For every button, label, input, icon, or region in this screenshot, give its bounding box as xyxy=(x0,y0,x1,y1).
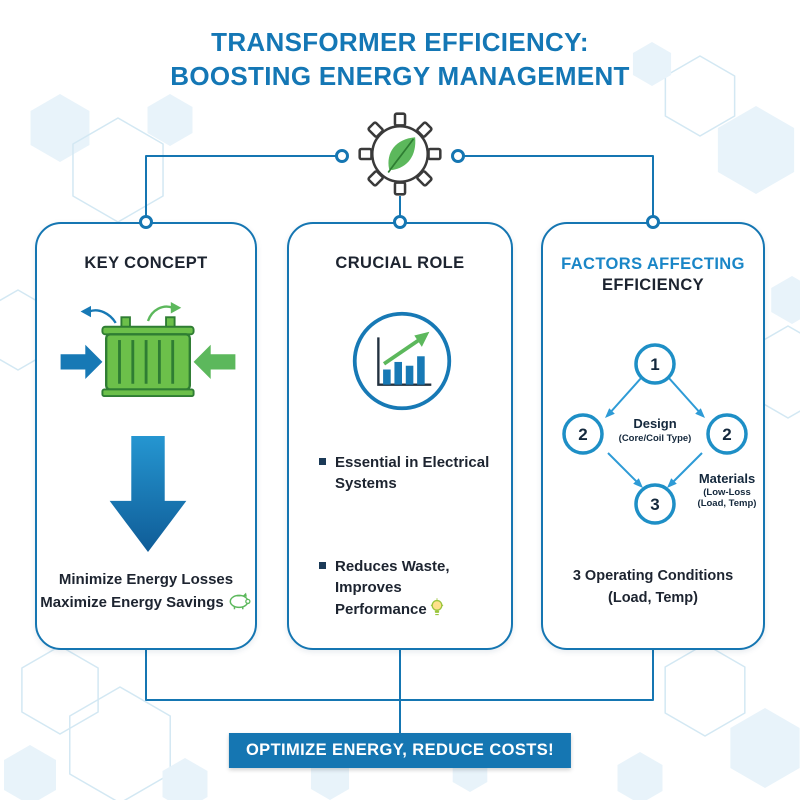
factors-diamond-diagram: 1 2 2 3 Design (Core/Coil Type) Material… xyxy=(562,343,757,525)
bottom-banner: OPTIMIZE ENERGY, REDUCE COSTS! xyxy=(228,733,572,768)
bar-chart-growth-icon xyxy=(352,311,452,411)
input-arrow-icon xyxy=(60,344,103,379)
bullet-essential-systems: Essential in Electrical Systems xyxy=(319,452,495,494)
node-2-right-label: 2 xyxy=(722,425,731,444)
node-1-circle xyxy=(634,343,676,385)
card2-heading: CRUCIAL ROLE xyxy=(335,254,465,272)
bullet-marker xyxy=(319,562,326,569)
design-sublabel: (Core/Coil Type) xyxy=(619,433,692,444)
card3-heading-line2: EFFICIENCY xyxy=(601,276,705,295)
caption-line-2: Maximize Energy Savings xyxy=(40,593,224,611)
card1-caption: Minimize Energy Losses Maximize Energy S… xyxy=(37,569,255,614)
big-down-arrow-icon xyxy=(109,436,187,553)
materials-label: Materials xyxy=(699,471,755,486)
card-key-concept: KEY CONCEPT xyxy=(35,222,257,650)
leaf-icon xyxy=(387,137,416,173)
bullet-reduces-waste: Reduces Waste, Improves Performance xyxy=(319,556,495,620)
footer-line-1: 3 Operating Conditions xyxy=(572,568,734,584)
caption-line-1: Minimize Energy Losses xyxy=(58,571,234,588)
operating-conditions-text: 3 Operating Conditions (Load, Temp) xyxy=(543,566,763,610)
materials-sublabel-2: (Load, Temp) xyxy=(698,498,757,509)
card1-heading: KEY CONCEPT xyxy=(84,254,208,272)
banner-label: OPTIMIZE ENERGY, REDUCE COSTS! xyxy=(245,741,555,759)
node-3-circle xyxy=(634,483,676,525)
bullet2-label: Reduces Waste, Improves Performance xyxy=(335,558,450,618)
output-arrow-icon xyxy=(193,344,236,379)
piggy-bank-icon xyxy=(229,592,251,610)
title-line-1: TRANSFORMER EFFICIENCY: xyxy=(211,27,589,57)
design-label: Design xyxy=(633,416,676,431)
lightbulb-icon xyxy=(430,598,443,616)
card-crucial-role: CRUCIAL ROLE Essential in Electrical Sys… xyxy=(287,222,513,650)
node-1-label: 1 xyxy=(650,355,659,374)
node-2-left-label: 2 xyxy=(578,425,587,444)
transformer-illustration xyxy=(60,302,236,398)
footer-line-2: (Load, Temp) xyxy=(608,589,698,606)
page-title: TRANSFORMER EFFICIENCY: BOOSTING ENERGY … xyxy=(0,26,800,94)
bullet1-label: Essential in Electrical Systems xyxy=(335,454,490,492)
card3-heading: FACTORS AFFECTING EFFICIENCY xyxy=(543,254,763,297)
bullet-marker xyxy=(319,458,326,465)
gear-with-leaf-icon xyxy=(358,112,442,196)
node-2-left-circle xyxy=(562,413,604,455)
card3-heading-line1: FACTORS AFFECTING xyxy=(561,255,745,273)
card-factors-efficiency: FACTORS AFFECTING EFFICIENCY xyxy=(541,222,765,650)
materials-sublabel-1: (Low-Loss xyxy=(703,487,751,498)
title-line-2: BOOSTING ENERGY MANAGEMENT xyxy=(170,60,630,91)
node-3-label: 3 xyxy=(650,495,659,514)
